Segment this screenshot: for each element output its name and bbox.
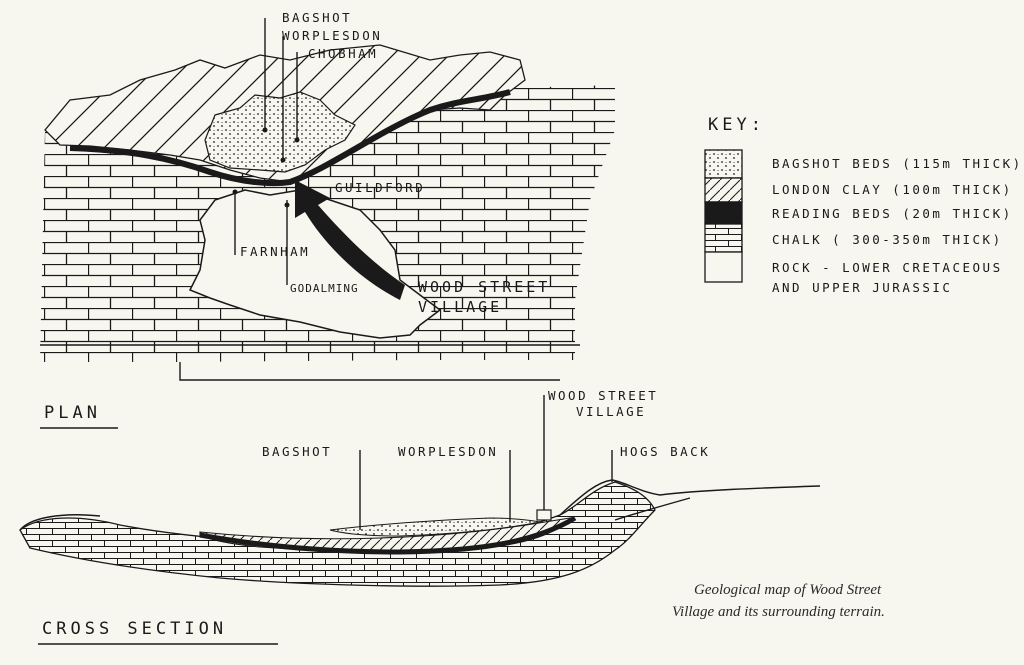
caption-line-1: Geological map of Wood Street: [694, 582, 882, 598]
key-label-chalk: CHALK ( 300-350m THICK): [772, 232, 1003, 247]
key-swatch-hatch: [704, 177, 743, 203]
key-swatch-solid: [704, 201, 743, 225]
xs-label-hogs-back: HOGS BACK: [620, 444, 710, 459]
plan-label-chobham: CHOBHAM: [308, 46, 378, 61]
reading-beds-outcrop: [69, 89, 511, 187]
plan-label-village: VILLAGE: [418, 298, 502, 316]
plan-label-bagshot: BAGSHOT: [282, 10, 352, 25]
wood-street-arrow: [295, 180, 405, 300]
key-title: KEY:: [708, 115, 765, 135]
xs-bagshot-layer: [329, 517, 541, 537]
plan-label-worplesdon: WORPLESDON: [282, 28, 382, 43]
xs-label-wood-street: WOOD STREET: [548, 388, 658, 403]
key-label-rock: ROCK - LOWER CRETACEOUS: [772, 260, 1003, 275]
caption-line-2: Village and its surrounding terrain.: [672, 604, 885, 620]
xs-label-worplesdon: WORPLESDON: [398, 444, 498, 459]
key-swatch-bricks: [704, 223, 743, 253]
plan-label-wood-street: WOOD STREET: [418, 278, 550, 296]
bagshot-region: [204, 91, 356, 173]
plan-map: BAGSHOT WORPLESDON CHOBHAM GUILDFORD FAR…: [40, 10, 615, 429]
plan-label-guildford: GUILDFORD: [335, 180, 425, 195]
plan-label-godalming: GODALMING: [290, 282, 359, 295]
xs-reading-beds: [199, 515, 577, 555]
xs-label-village: VILLAGE: [576, 404, 646, 419]
xs-label-bagshot: BAGSHOT: [262, 444, 332, 459]
xs-chalk-layer: [19, 481, 656, 587]
key-label-reading-beds: READING BEDS (20m THICK): [772, 206, 1013, 221]
key-legend: KEY: BAGSHOT BEDS (115m THICK) LONDON CL…: [704, 115, 1023, 295]
key-swatch-blank: [704, 251, 743, 283]
plan-label-farnham: FARNHAM: [240, 244, 310, 259]
plan-title: PLAN: [44, 403, 101, 423]
key-swatch-dots: [704, 149, 743, 179]
xs-title: CROSS SECTION: [42, 619, 227, 639]
key-label-rock-2: AND UPPER JURASSIC: [772, 280, 952, 295]
cross-section: BAGSHOT WORPLESDON WOOD STREET VILLAGE H…: [19, 388, 821, 645]
key-label-bagshot: BAGSHOT BEDS (115m THICK): [772, 156, 1023, 171]
key-label-london-clay: LONDON CLAY (100m THICK): [772, 182, 1013, 197]
